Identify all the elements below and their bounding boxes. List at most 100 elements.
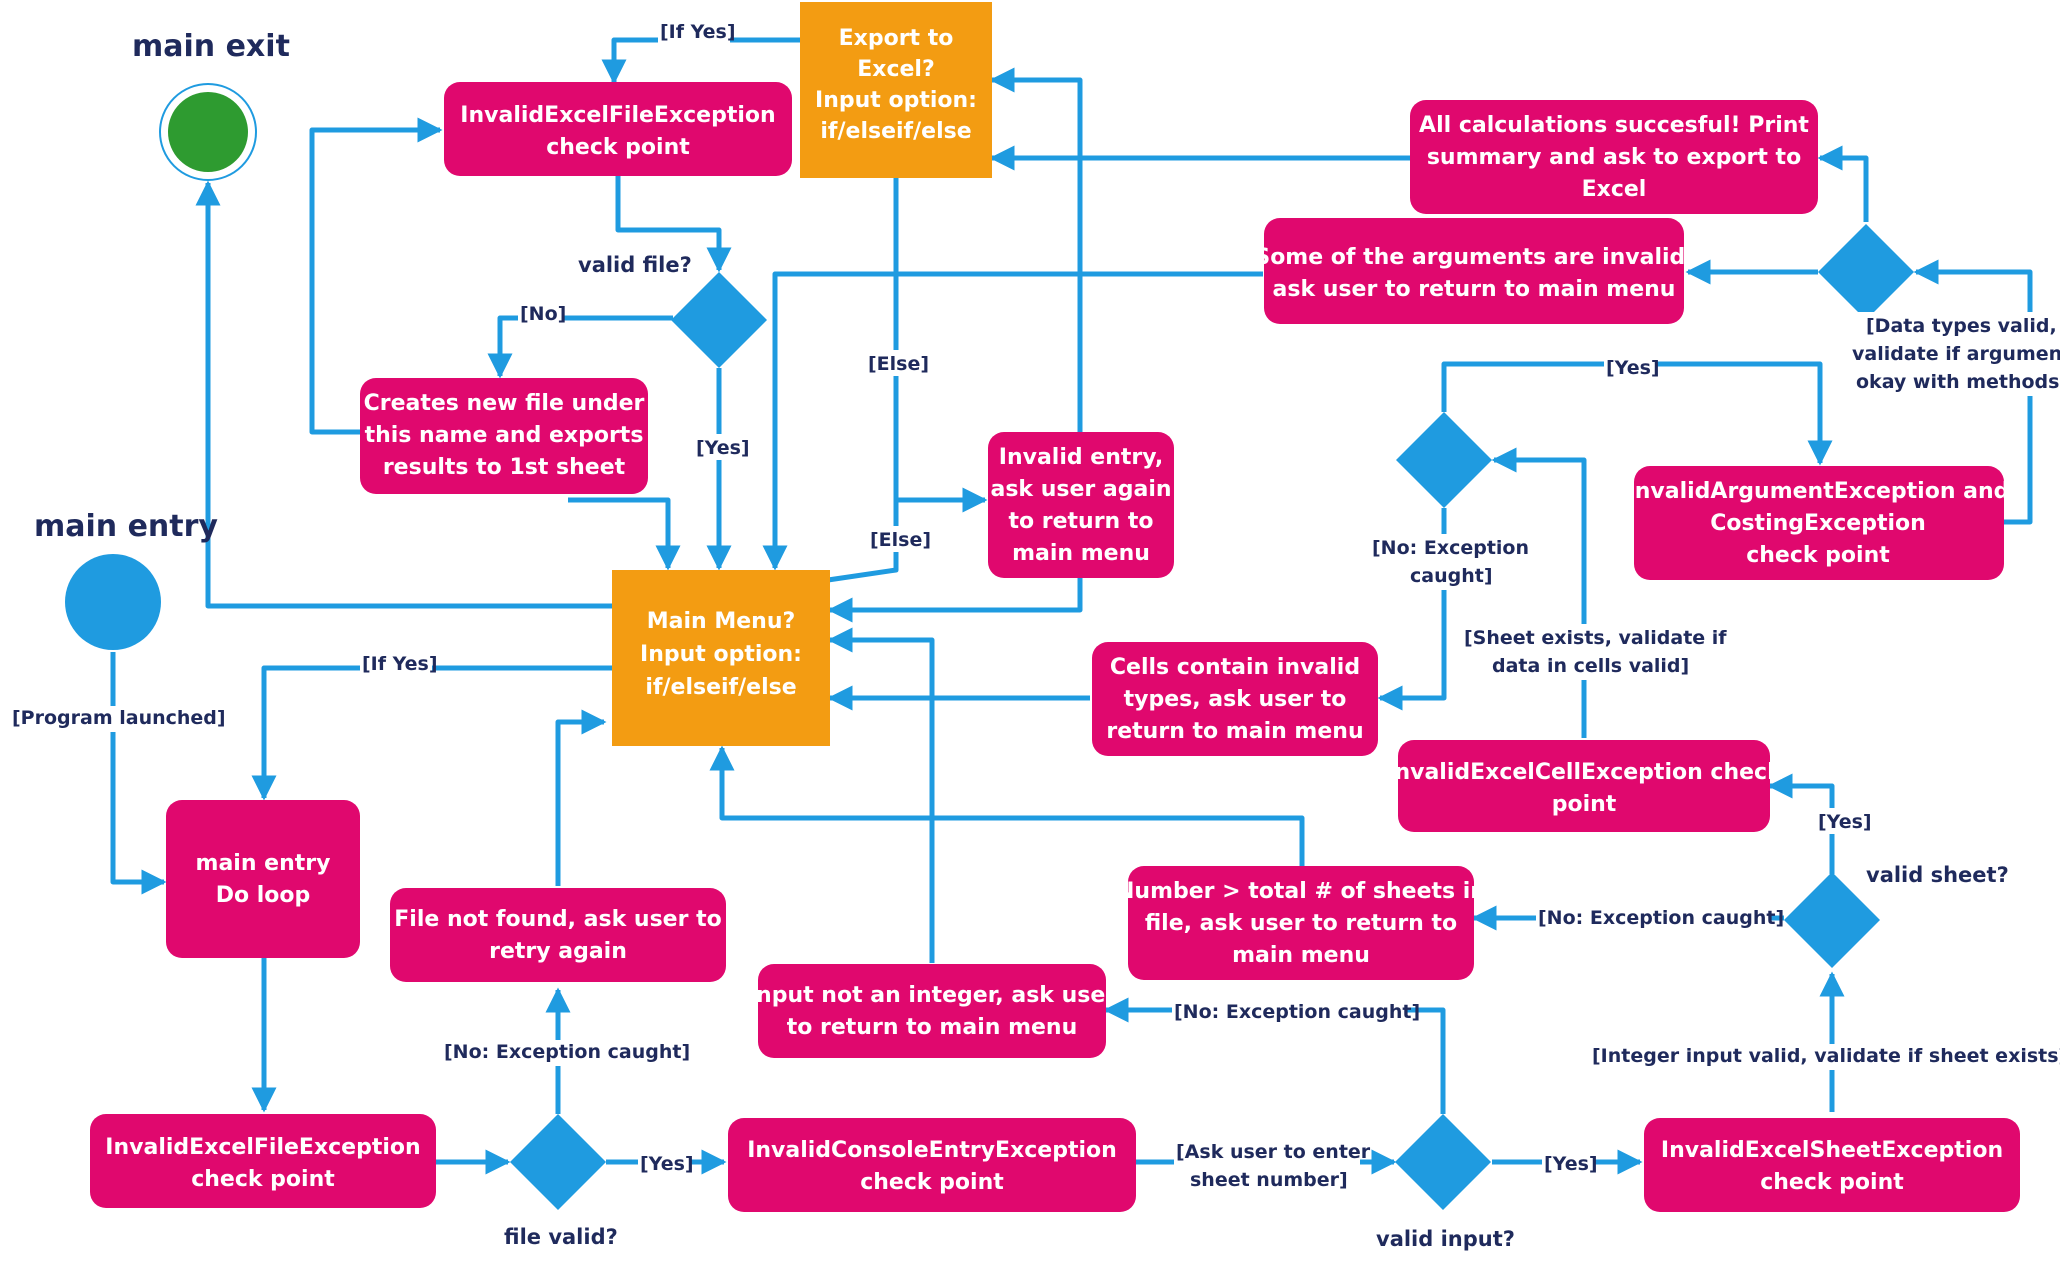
all-calcs-line-2: summary and ask to export to: [1427, 145, 1801, 170]
all-calcs-line-1: All calculations succesful! Print: [1419, 113, 1809, 138]
edge-menu-to-loop: [251, 665, 612, 801]
invalid-argument-line-3: check point: [1746, 543, 1890, 568]
label-no-exception-cells-2: caught]: [1410, 565, 1493, 587]
all-calcs-line-3: Excel: [1582, 177, 1647, 202]
label-program-launched: [Program launched]: [12, 707, 226, 729]
main-entry-loop-line-1: main entry: [196, 851, 331, 876]
some-args-line-1: Some of the arguments are invalid,: [1254, 245, 1693, 270]
main-menu-line-1: Main Menu?: [647, 609, 796, 634]
main-entry-node: [65, 554, 161, 650]
terminal-nodes: main exit main entry: [34, 29, 290, 650]
label-data-types-2: validate if argument: [1852, 343, 2060, 365]
invalid-excel-file-bottom-node: [90, 1114, 436, 1208]
label-no-exception-cells-1: [No: Exception: [1372, 537, 1529, 559]
invalid-argument-line-1: InvalidArgumentException and: [1627, 479, 2010, 504]
argument-decision: [1818, 224, 1914, 320]
file-not-found-line-1: File not found, ask user to: [394, 907, 721, 932]
valid-input-decision: [1395, 1114, 1491, 1210]
edge-menu-to-exit: [195, 180, 612, 609]
label-data-types-1: [Data types valid,: [1866, 315, 2057, 337]
main-exit-node: [168, 92, 248, 172]
svg-text:Some of the arguments are inva: Some of the arguments are invalid, ask us…: [1254, 245, 1693, 302]
label-else-1: [Else]: [868, 353, 929, 375]
label-yes-input: [Yes]: [1544, 1153, 1598, 1175]
number-gt-sheets-line-2: file, ask user to return to: [1145, 911, 1457, 936]
invalid-console-line-2: check point: [860, 1170, 1004, 1195]
invalid-argument-line-2: CostingException: [1710, 511, 1926, 536]
label-integer-valid: [Integer input valid, validate if sheet …: [1592, 1045, 2060, 1067]
export-excel-line-4: if/elseif/else: [820, 119, 971, 144]
label-sheet-exists-2: data in cells valid]: [1492, 655, 1689, 677]
invalid-excel-file-bottom-line-2: check point: [191, 1167, 335, 1192]
invalid-excel-file-bottom-line-1: InvalidExcelFileException: [105, 1135, 420, 1160]
invalid-cell-line-1: InvalidExcelCellException check: [1386, 760, 1783, 785]
label-sheet-exists-1: [Sheet exists, validate if: [1464, 627, 1727, 649]
number-gt-sheets-line-1: Number > total # of sheets in: [1116, 879, 1486, 904]
input-not-integer-line-2: to return to main menu: [787, 1015, 1078, 1040]
label-yes-sheet: [Yes]: [1818, 811, 1872, 833]
edge-some-args-to-menu: [762, 271, 1263, 571]
file-not-found-node: [390, 888, 726, 982]
input-not-integer-node: [758, 964, 1106, 1058]
label-yes-cells: [Yes]: [1606, 357, 1660, 379]
edge-number-to-menu: [709, 745, 1305, 866]
invalid-cell-check-node: [1398, 740, 1770, 832]
file-valid-label: file valid?: [504, 1225, 618, 1249]
edge-input-not-int-to-menu: [827, 627, 935, 963]
main-menu-node: [612, 570, 830, 746]
main-entry-title: main entry: [34, 509, 218, 544]
invalid-sheet-check-node: [1644, 1118, 2020, 1212]
invalid-sheet-line-1: InvalidExcelSheetException: [1661, 1138, 2003, 1163]
label-if-yes-top: [If Yes]: [660, 21, 736, 43]
edge-creates-file-loop: [309, 117, 443, 435]
creates-new-file-line-3: results to 1st sheet: [383, 455, 626, 480]
edge-arg-check-to-decision: [1913, 259, 2033, 525]
cells-decision: [1396, 412, 1492, 508]
invalid-console-check-node: [728, 1118, 1136, 1212]
main-menu-line-2: Input option:: [640, 642, 802, 667]
some-args-invalid-node: [1264, 218, 1684, 324]
main-exit-title: main exit: [132, 29, 290, 64]
number-gt-sheets-node: [1128, 866, 1474, 980]
label-ask-sheet-2: sheet number]: [1190, 1169, 1348, 1191]
edge-valid-file-no: [487, 315, 673, 379]
creates-new-file-line-1: Creates new file under: [364, 391, 645, 416]
invalid-excel-file-top-line-2: check point: [546, 135, 690, 160]
edge-labels: [If Yes] [No] [Yes] [Else] [Else] [If Ye…: [10, 18, 2060, 1192]
edge-arg-decision-to-all-calcs: [1817, 145, 1869, 222]
invalid-entry-line-2: ask user again: [990, 477, 1171, 502]
cells-invalid-line-2: types, ask user to: [1124, 687, 1347, 712]
label-yes-file-valid: [Yes]: [640, 1153, 694, 1175]
cells-invalid-node: [1092, 642, 1378, 756]
main-entry-loop-node: [166, 800, 360, 958]
export-excel-line-1: Export to: [839, 26, 954, 51]
file-valid-decision: [510, 1114, 606, 1210]
label-ask-sheet-1: [Ask user to enter: [1176, 1141, 1371, 1163]
invalid-argument-check-node: [1634, 466, 2004, 580]
edge-export-to-file-check: [601, 37, 800, 85]
invalid-excel-file-top-line-1: InvalidExcelFileException: [460, 103, 775, 128]
activity-nodes: InvalidExcelFileException check point Cre…: [90, 82, 2020, 1212]
label-yes-valid-file: [Yes]: [696, 437, 750, 459]
all-calcs-success-node: [1410, 100, 1818, 214]
edge-invalid-entry-to-export: [989, 67, 1083, 432]
edge-file-not-found-to-menu: [555, 709, 607, 886]
edge-invalid-entry-to-menu: [827, 568, 1083, 623]
invalid-entry-line-3: to return to: [1008, 509, 1153, 534]
edge-file-check-to-valid-file: [615, 176, 732, 273]
label-if-yes-left: [If Yes]: [362, 653, 438, 675]
creates-new-file-line-2: this name and exports: [365, 423, 644, 448]
invalid-excel-file-top-node: [444, 82, 792, 176]
label-no: [No]: [520, 303, 566, 325]
some-args-line-2: ask user to return to main menu: [1273, 277, 1676, 302]
